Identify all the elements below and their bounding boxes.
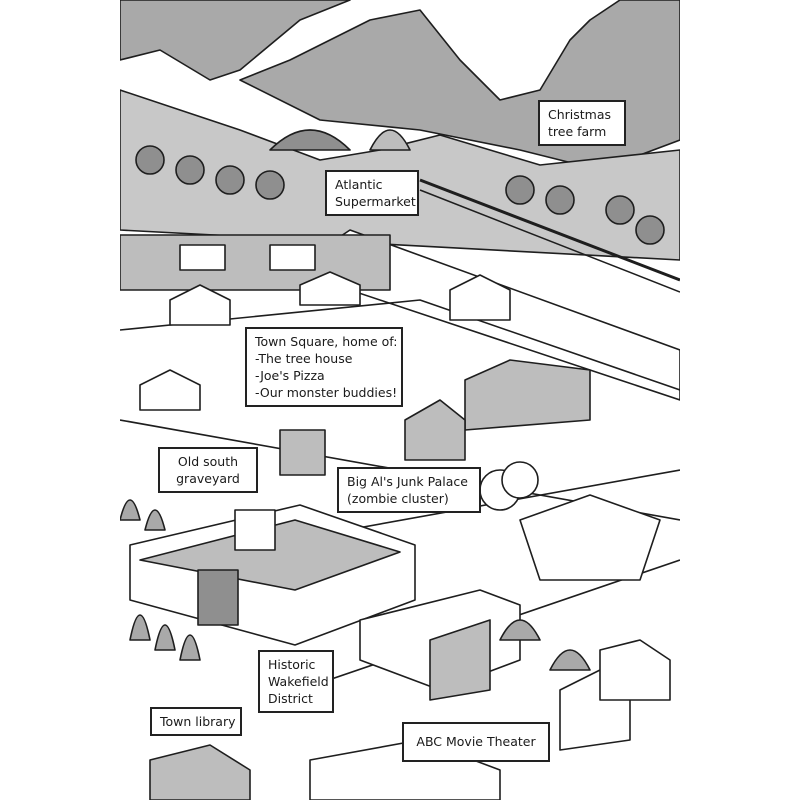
- label-abc-movie-theater: ABC Movie Theater: [402, 722, 550, 762]
- label-line: Christmas: [548, 107, 612, 122]
- label-line: tree farm: [548, 124, 607, 139]
- label-line: -The tree house: [255, 351, 353, 366]
- label-line: Town Square, home of:: [255, 334, 398, 349]
- label-christmas-tree-farm: Christmas tree farm: [538, 100, 626, 146]
- label-line: District: [268, 691, 313, 706]
- label-line: -Our monster buddies!: [255, 385, 398, 400]
- label-line: (zombie cluster): [347, 491, 449, 506]
- label-line: Atlantic: [335, 177, 383, 192]
- supermarket-building: [120, 234, 391, 291]
- railway: [419, 178, 680, 282]
- tunnel-hill: [269, 129, 351, 151]
- label-old-south-graveyard: Old south graveyard: [158, 447, 258, 493]
- label-big-als-junk-palace: Big Al's Junk Palace (zombie cluster): [337, 467, 481, 513]
- label-town-square: Town Square, home of: -The tree house -J…: [245, 327, 403, 407]
- town-map-illustration: Christmas tree farm Atlantic Supermarket…: [120, 0, 680, 800]
- label-town-library: Town library: [150, 707, 242, 736]
- junk-palace-gate: [197, 569, 239, 626]
- label-line: Old south: [177, 454, 239, 469]
- map-artwork: [120, 0, 680, 800]
- label-line: -Joe's Pizza: [255, 368, 325, 383]
- mountain-range: [120, 0, 351, 81]
- label-line: Historic: [268, 657, 316, 672]
- label-line: Supermarket: [335, 194, 416, 209]
- label-line: Big Al's Junk Palace: [347, 474, 468, 489]
- label-line: graveyard: [176, 471, 240, 486]
- label-historic-wakefield-district: Historic Wakefield District: [258, 650, 334, 713]
- label-line: Town library: [160, 714, 236, 729]
- label-line: ABC Movie Theater: [416, 734, 536, 749]
- label-line: Wakefield: [268, 674, 329, 689]
- label-atlantic-supermarket: Atlantic Supermarket: [325, 170, 419, 216]
- brick-house: [464, 359, 591, 431]
